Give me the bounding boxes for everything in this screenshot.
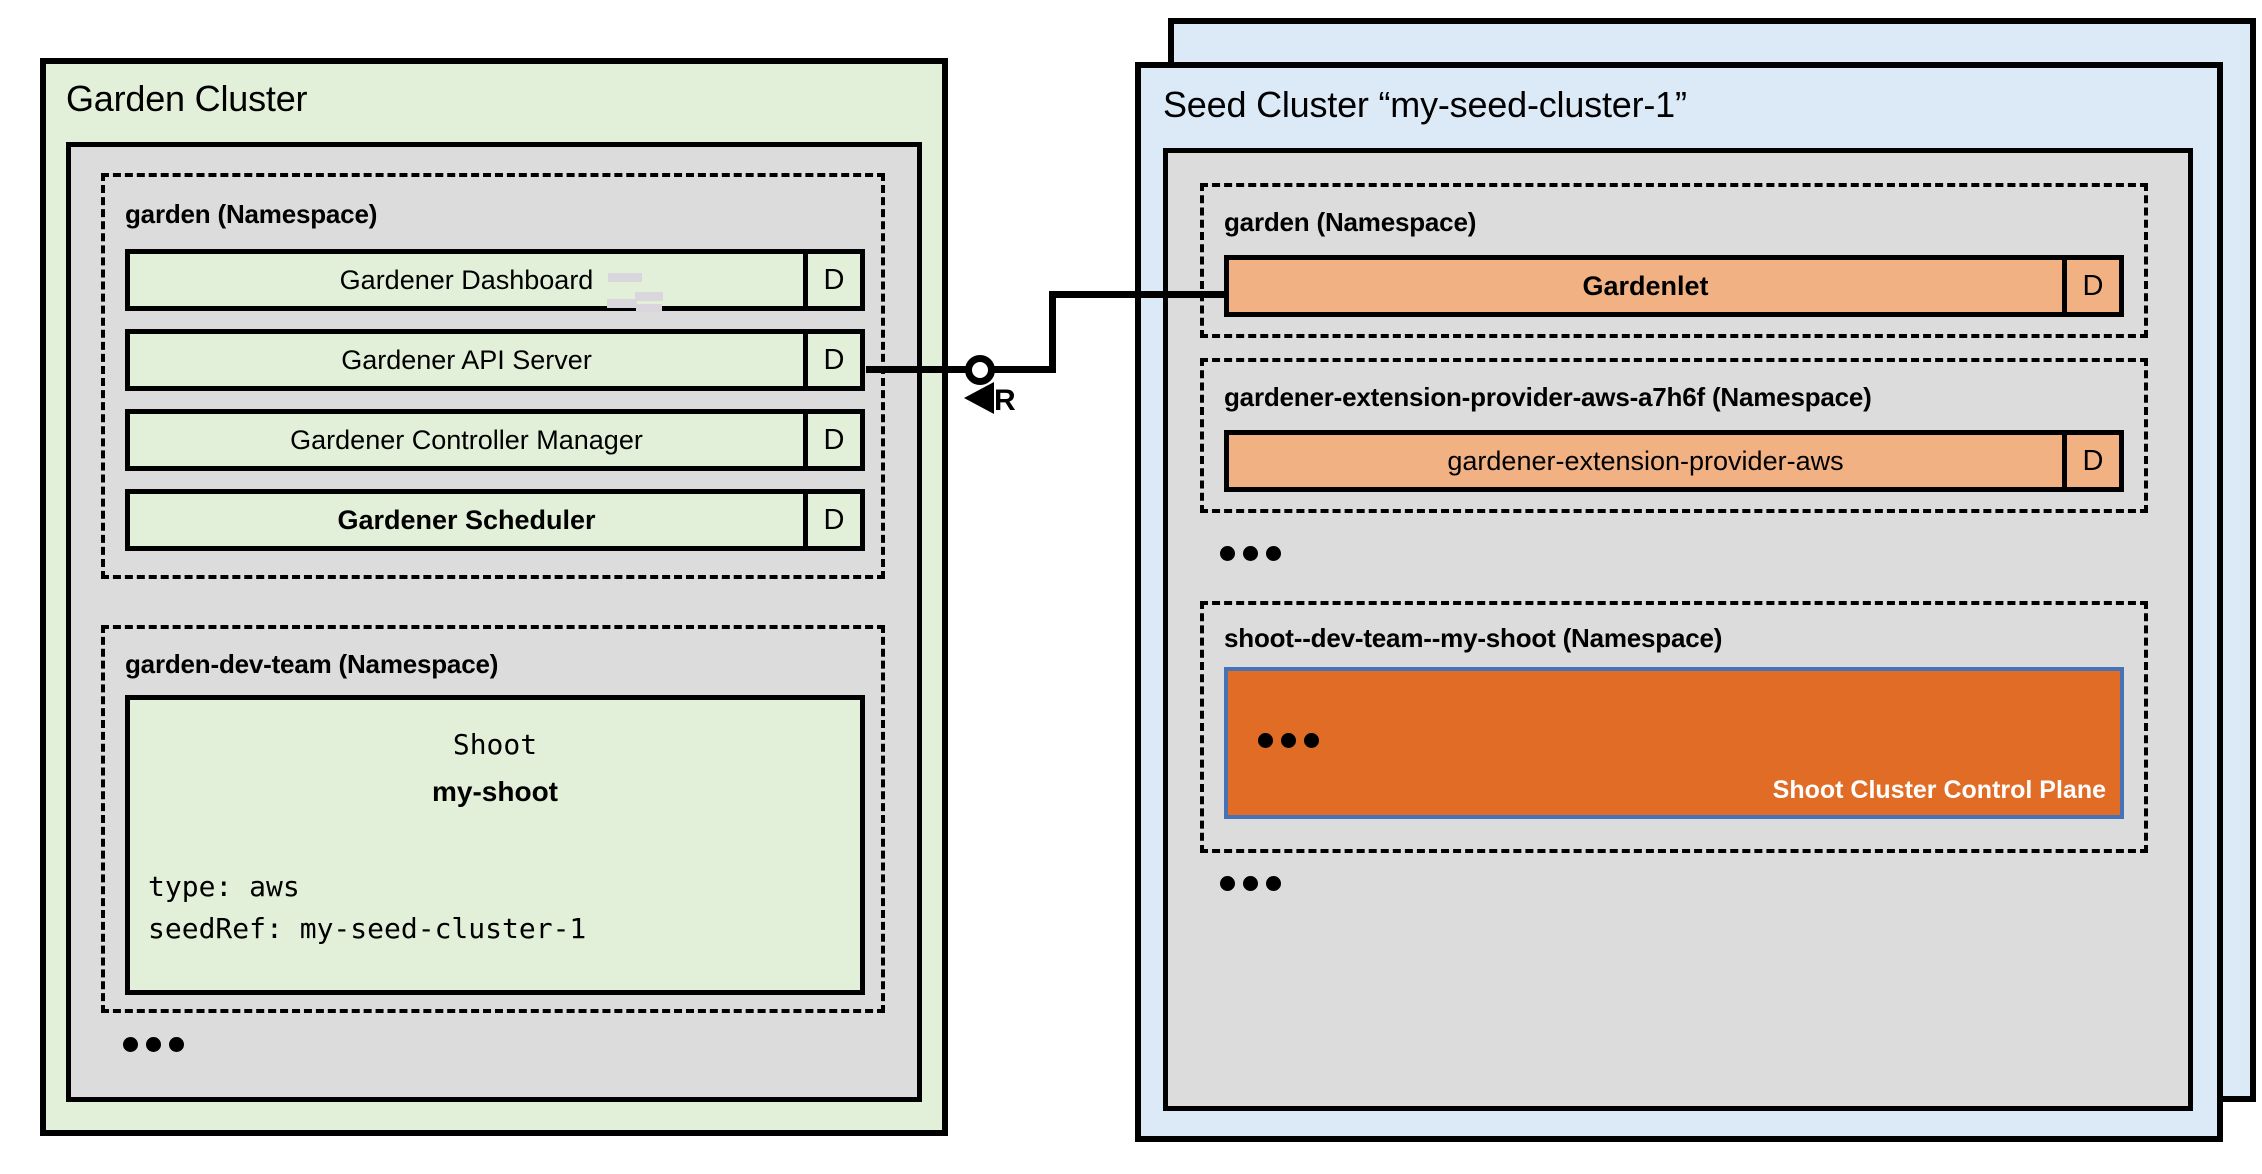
connector-segment-riser [1049, 291, 1056, 373]
svg-text:R: R [994, 384, 1016, 417]
seed-cluster: Seed Cluster “my-seed-cluster-1” garden … [1135, 62, 2223, 1142]
control-plane-more-indicator [1258, 733, 1319, 748]
control-plane-label: Shoot Cluster Control Plane [1772, 776, 2106, 804]
shoot-spec-seedref: seedRef: my-seed-cluster-1 [148, 912, 587, 945]
dashboard-artifact-mark-4 [636, 304, 662, 312]
component-gardener-scheduler-kind-badge: D [803, 494, 860, 546]
seed-namespace-garden: garden (Namespace) Gardenlet D [1200, 183, 2148, 338]
component-gardener-api-server-label: Gardener API Server [341, 344, 592, 375]
component-gardener-dashboard-kind-badge: D [803, 254, 860, 306]
component-gardenlet-kind-badge: D [2062, 260, 2119, 312]
shoot-cluster-control-plane[interactable]: Shoot Cluster Control Plane [1224, 667, 2124, 819]
connector-socket-icon [965, 355, 995, 385]
component-gardener-extension-provider-aws-kind-badge: D [2062, 435, 2119, 487]
seed-cluster-title: Seed Cluster “my-seed-cluster-1” [1163, 84, 1687, 125]
connector-required-interface-marker: R [960, 376, 1040, 422]
required-interface-arrow-icon: R [964, 382, 1016, 417]
shoot-spec-type: type: aws [148, 870, 300, 903]
garden-namespace-dev-team-title: garden-dev-team (Namespace) [125, 649, 499, 679]
garden-namespace-dev-team: garden-dev-team (Namespace) Shoot my-sho… [101, 625, 885, 1013]
garden-namespace-garden: garden (Namespace) Gardener Dashboard D … [101, 173, 885, 579]
component-gardener-scheduler-label: Gardener Scheduler [337, 504, 596, 535]
component-gardener-controller-manager-kind-badge: D [803, 414, 860, 466]
dashboard-artifact-mark-2 [607, 299, 637, 308]
seed-namespace-extension-provider-aws-title: gardener-extension-provider-aws-a7h6f (N… [1224, 382, 1872, 412]
seed-kubernetes-area: garden (Namespace) Gardenlet D gardener-… [1163, 148, 2193, 1111]
shoot-resource-card[interactable]: Shoot my-shoot type: aws seedRef: my-see… [125, 695, 865, 995]
component-gardener-api-server[interactable]: Gardener API Server D [125, 329, 865, 391]
component-gardener-extension-provider-aws-label: gardener-extension-provider-aws [1447, 445, 1844, 476]
garden-cluster-title: Garden Cluster [66, 78, 308, 119]
component-gardener-controller-manager[interactable]: Gardener Controller Manager D [125, 409, 865, 471]
component-gardener-api-server-kind-badge: D [803, 334, 860, 386]
garden-more-namespaces-indicator [123, 1037, 184, 1052]
garden-kubernetes-area: garden (Namespace) Gardener Dashboard D … [66, 142, 922, 1102]
shoot-name-label: my-shoot [432, 776, 558, 807]
seed-namespace-shoot-title: shoot--dev-team--my-shoot (Namespace) [1224, 623, 1723, 653]
connector-segment-to-riser [993, 366, 1056, 373]
seed-more-namespaces-indicator-middle [1220, 546, 1281, 561]
component-gardener-extension-provider-aws[interactable]: gardener-extension-provider-aws D [1224, 430, 2124, 492]
dashboard-artifact-mark-1 [608, 273, 642, 282]
seed-namespace-shoot-dev-team-my-shoot: shoot--dev-team--my-shoot (Namespace) Sh… [1200, 601, 2148, 853]
component-gardener-controller-manager-label: Gardener Controller Manager [290, 424, 643, 455]
component-gardener-dashboard[interactable]: Gardener Dashboard D [125, 249, 865, 311]
dashboard-artifact-mark-3 [635, 292, 663, 301]
shoot-kind-label: Shoot [452, 728, 538, 761]
garden-namespace-garden-title: garden (Namespace) [125, 199, 378, 229]
connector-segment-from-api-server [866, 366, 994, 373]
component-gardenlet[interactable]: Gardenlet D [1224, 255, 2124, 317]
component-gardener-scheduler[interactable]: Gardener Scheduler D [125, 489, 865, 551]
seed-more-namespaces-indicator-bottom [1220, 876, 1281, 891]
component-gardener-dashboard-label: Gardener Dashboard [339, 264, 594, 295]
garden-cluster: Garden Cluster garden (Namespace) Garden… [40, 58, 948, 1136]
seed-namespace-garden-title: garden (Namespace) [1224, 207, 1477, 237]
connector-segment-to-gardenlet [1049, 291, 1229, 298]
component-gardenlet-label: Gardenlet [1582, 270, 1709, 301]
seed-namespace-extension-provider-aws: gardener-extension-provider-aws-a7h6f (N… [1200, 358, 2148, 513]
